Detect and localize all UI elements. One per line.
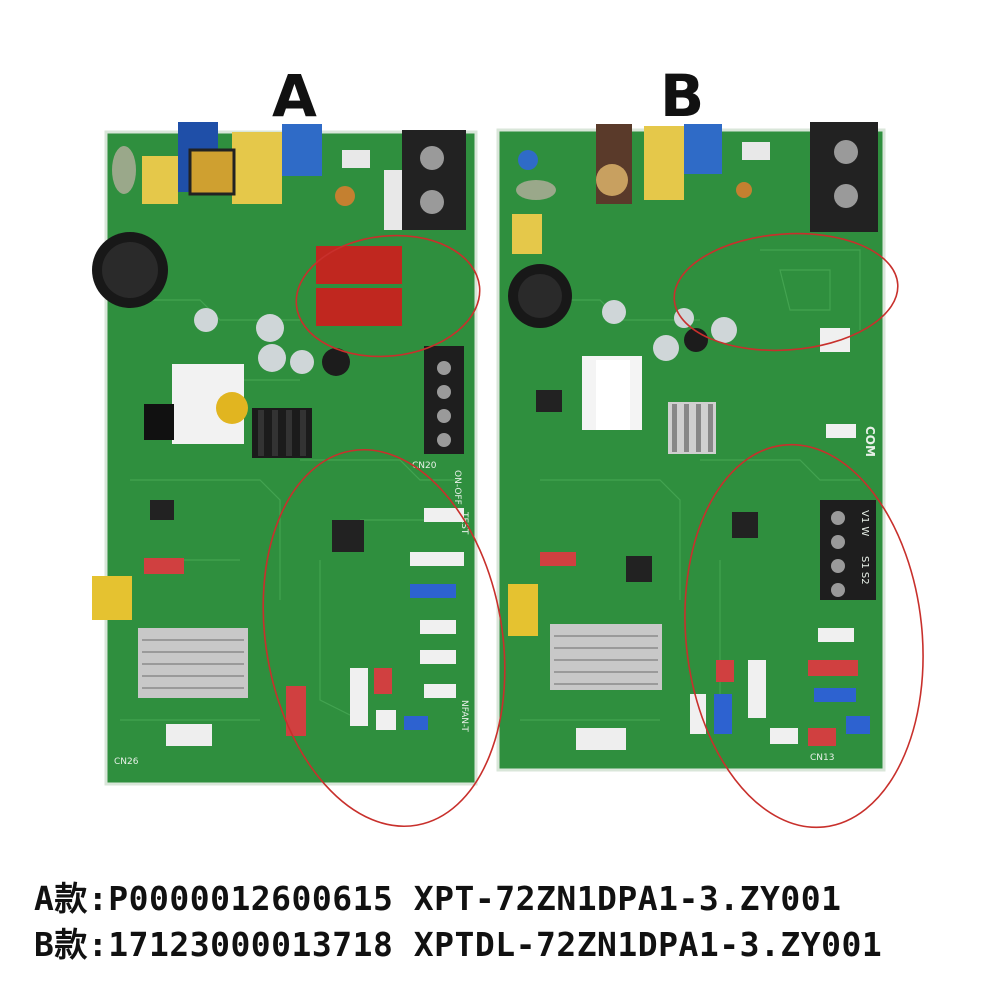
a-cn20-label: CN20: [412, 461, 437, 471]
a-nfant-label: NFAN-T: [459, 700, 469, 732]
b-v1w-label: V1 W: [859, 510, 870, 536]
annotation-circles: [262, 232, 924, 829]
b-cn13-label: CN13: [810, 753, 834, 763]
board-b: COM S1 S2 V1 W CN13: [496, 122, 886, 772]
circle-b-power: [673, 232, 899, 352]
a-test-label: TEST: [459, 511, 469, 535]
circle-a-connectors: [262, 448, 506, 828]
caption-a: A款:P0000012600615 XPT-72ZN1DPA1-3.ZY001: [34, 879, 842, 918]
label-b: B: [660, 62, 705, 130]
caption-b: B款:17123000013718 XPTDL-72ZN1DPA1-3.ZY00…: [34, 925, 883, 964]
circle-a-relays: [295, 234, 481, 358]
b-com-label: COM: [863, 426, 877, 457]
a-onoff-label: ON-OFF: [452, 470, 462, 505]
board-a: CN20 ON-OFF TEST CN26 NFAN-T: [92, 122, 478, 786]
circle-b-connectors: [684, 443, 924, 829]
b-s1s2-label: S1 S2: [859, 556, 870, 585]
a-cn26-label: CN26: [114, 757, 139, 767]
pcb-photo: CN20 ON-OFF TEST CN26 NFAN-T: [92, 122, 924, 829]
label-a: A: [272, 62, 317, 130]
